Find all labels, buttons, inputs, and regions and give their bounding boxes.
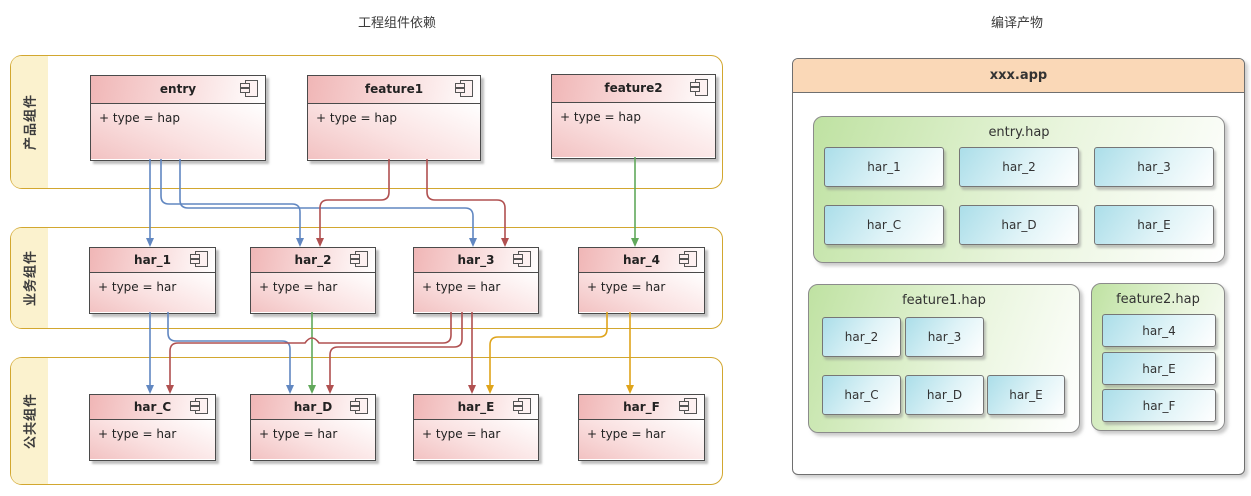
module-chip-har_3: har_3 bbox=[905, 317, 984, 357]
component-har_4-attr: + type = har bbox=[579, 273, 704, 312]
lane-business-label: 业务组件 bbox=[23, 249, 39, 307]
module-chip-har_F: har_F bbox=[1102, 389, 1216, 422]
left-section-title: 工程组件依赖 bbox=[357, 16, 437, 31]
module-chip-har_E: har_E bbox=[1094, 205, 1214, 245]
lane-common-strip: 公共组件 bbox=[11, 358, 48, 484]
component-icon bbox=[690, 79, 708, 96]
module-chip-har_D: har_D bbox=[959, 205, 1079, 245]
component-icon bbox=[190, 398, 208, 414]
component-feature1-attr: + type = hap bbox=[308, 104, 480, 159]
module-chip-har_2: har_2 bbox=[959, 147, 1079, 187]
component-har_F-title: har_F bbox=[623, 400, 660, 414]
component-har_3-attr: + type = har bbox=[414, 273, 538, 312]
module-chip-har_C: har_C bbox=[822, 375, 901, 415]
module-chip-har_E: har_E bbox=[987, 375, 1065, 415]
right-section-title: 编译产物 bbox=[990, 16, 1044, 31]
component-feature2-title: feature2 bbox=[604, 81, 663, 95]
component-feature2: feature2 + type = hap bbox=[551, 74, 716, 159]
component-har_1: har_1 + type = har bbox=[89, 247, 216, 314]
component-icon bbox=[455, 80, 473, 97]
component-feature1: feature1 + type = hap bbox=[307, 75, 481, 161]
component-har_3: har_3 + type = har bbox=[413, 247, 539, 314]
component-har_1-attr: + type = har bbox=[90, 273, 215, 312]
lane-business-strip: 业务组件 bbox=[11, 228, 48, 328]
app-title: xxx.app bbox=[989, 68, 1048, 83]
lane-product-strip: 产品组件 bbox=[11, 56, 48, 188]
component-har_C-title: har_C bbox=[133, 400, 172, 414]
component-har_F: har_F + type = har bbox=[578, 394, 705, 461]
component-entry: entry + type = hap bbox=[90, 75, 266, 161]
component-har_4: har_4 + type = har bbox=[578, 247, 705, 314]
component-entry-attr: + type = hap bbox=[91, 104, 265, 159]
hap-box-feature2: feature2.hap har_4 har_E har_F bbox=[1091, 283, 1225, 431]
app-header: xxx.app bbox=[793, 59, 1244, 93]
hap-title-entry: entry.hap bbox=[988, 125, 1050, 140]
component-har_4-title: har_4 bbox=[623, 253, 660, 267]
lane-product-label: 产品组件 bbox=[23, 93, 39, 151]
module-chip-har_C: har_C bbox=[824, 205, 944, 245]
component-har_2: har_2 + type = har bbox=[250, 247, 376, 314]
hap-title-feature1: feature1.hap bbox=[902, 293, 986, 308]
component-icon bbox=[679, 398, 697, 414]
module-chip-har_1: har_1 bbox=[824, 147, 944, 187]
component-icon bbox=[350, 398, 368, 414]
module-chip-har_E: har_E bbox=[1102, 352, 1216, 385]
component-icon bbox=[350, 251, 368, 267]
module-chip-har_2: har_2 bbox=[822, 317, 901, 357]
app-box: xxx.app entry.hap har_1 har_2 har_3 har_… bbox=[792, 58, 1245, 475]
component-icon bbox=[190, 251, 208, 267]
component-icon bbox=[240, 80, 258, 97]
component-har_2-attr: + type = har bbox=[251, 273, 375, 312]
component-feature1-title: feature1 bbox=[364, 82, 424, 96]
component-icon bbox=[679, 251, 697, 267]
component-har_C: har_C + type = har bbox=[89, 394, 216, 461]
module-chip-har_D: har_D bbox=[905, 375, 984, 415]
component-har_E: har_E + type = har bbox=[413, 394, 539, 461]
module-chip-har_4: har_4 bbox=[1102, 314, 1216, 347]
component-entry-title: entry bbox=[159, 82, 197, 96]
component-har_C-attr: + type = har bbox=[90, 420, 215, 459]
component-har_F-attr: + type = har bbox=[579, 420, 704, 459]
component-har_1-title: har_1 bbox=[134, 253, 171, 267]
component-har_2-title: har_2 bbox=[294, 253, 332, 267]
hap-box-entry: entry.hap har_1 har_2 har_3 har_C har_D … bbox=[813, 116, 1225, 263]
hap-box-feature1: feature1.hap har_2 har_3 har_C har_D har… bbox=[808, 284, 1080, 433]
component-har_D: har_D + type = har bbox=[250, 394, 376, 461]
component-har_D-title: har_D bbox=[293, 400, 333, 414]
module-chip-har_3: har_3 bbox=[1094, 147, 1214, 187]
component-icon bbox=[513, 251, 531, 267]
component-feature2-attr: + type = hap bbox=[552, 103, 715, 157]
component-har_E-attr: + type = har bbox=[414, 420, 538, 459]
component-har_3-title: har_3 bbox=[457, 253, 495, 267]
hap-title-feature2: feature2.hap bbox=[1116, 292, 1200, 307]
component-har_E-title: har_E bbox=[457, 400, 495, 414]
component-har_D-attr: + type = har bbox=[251, 420, 375, 459]
component-icon bbox=[513, 398, 531, 414]
lane-common-label: 公共组件 bbox=[23, 392, 39, 450]
